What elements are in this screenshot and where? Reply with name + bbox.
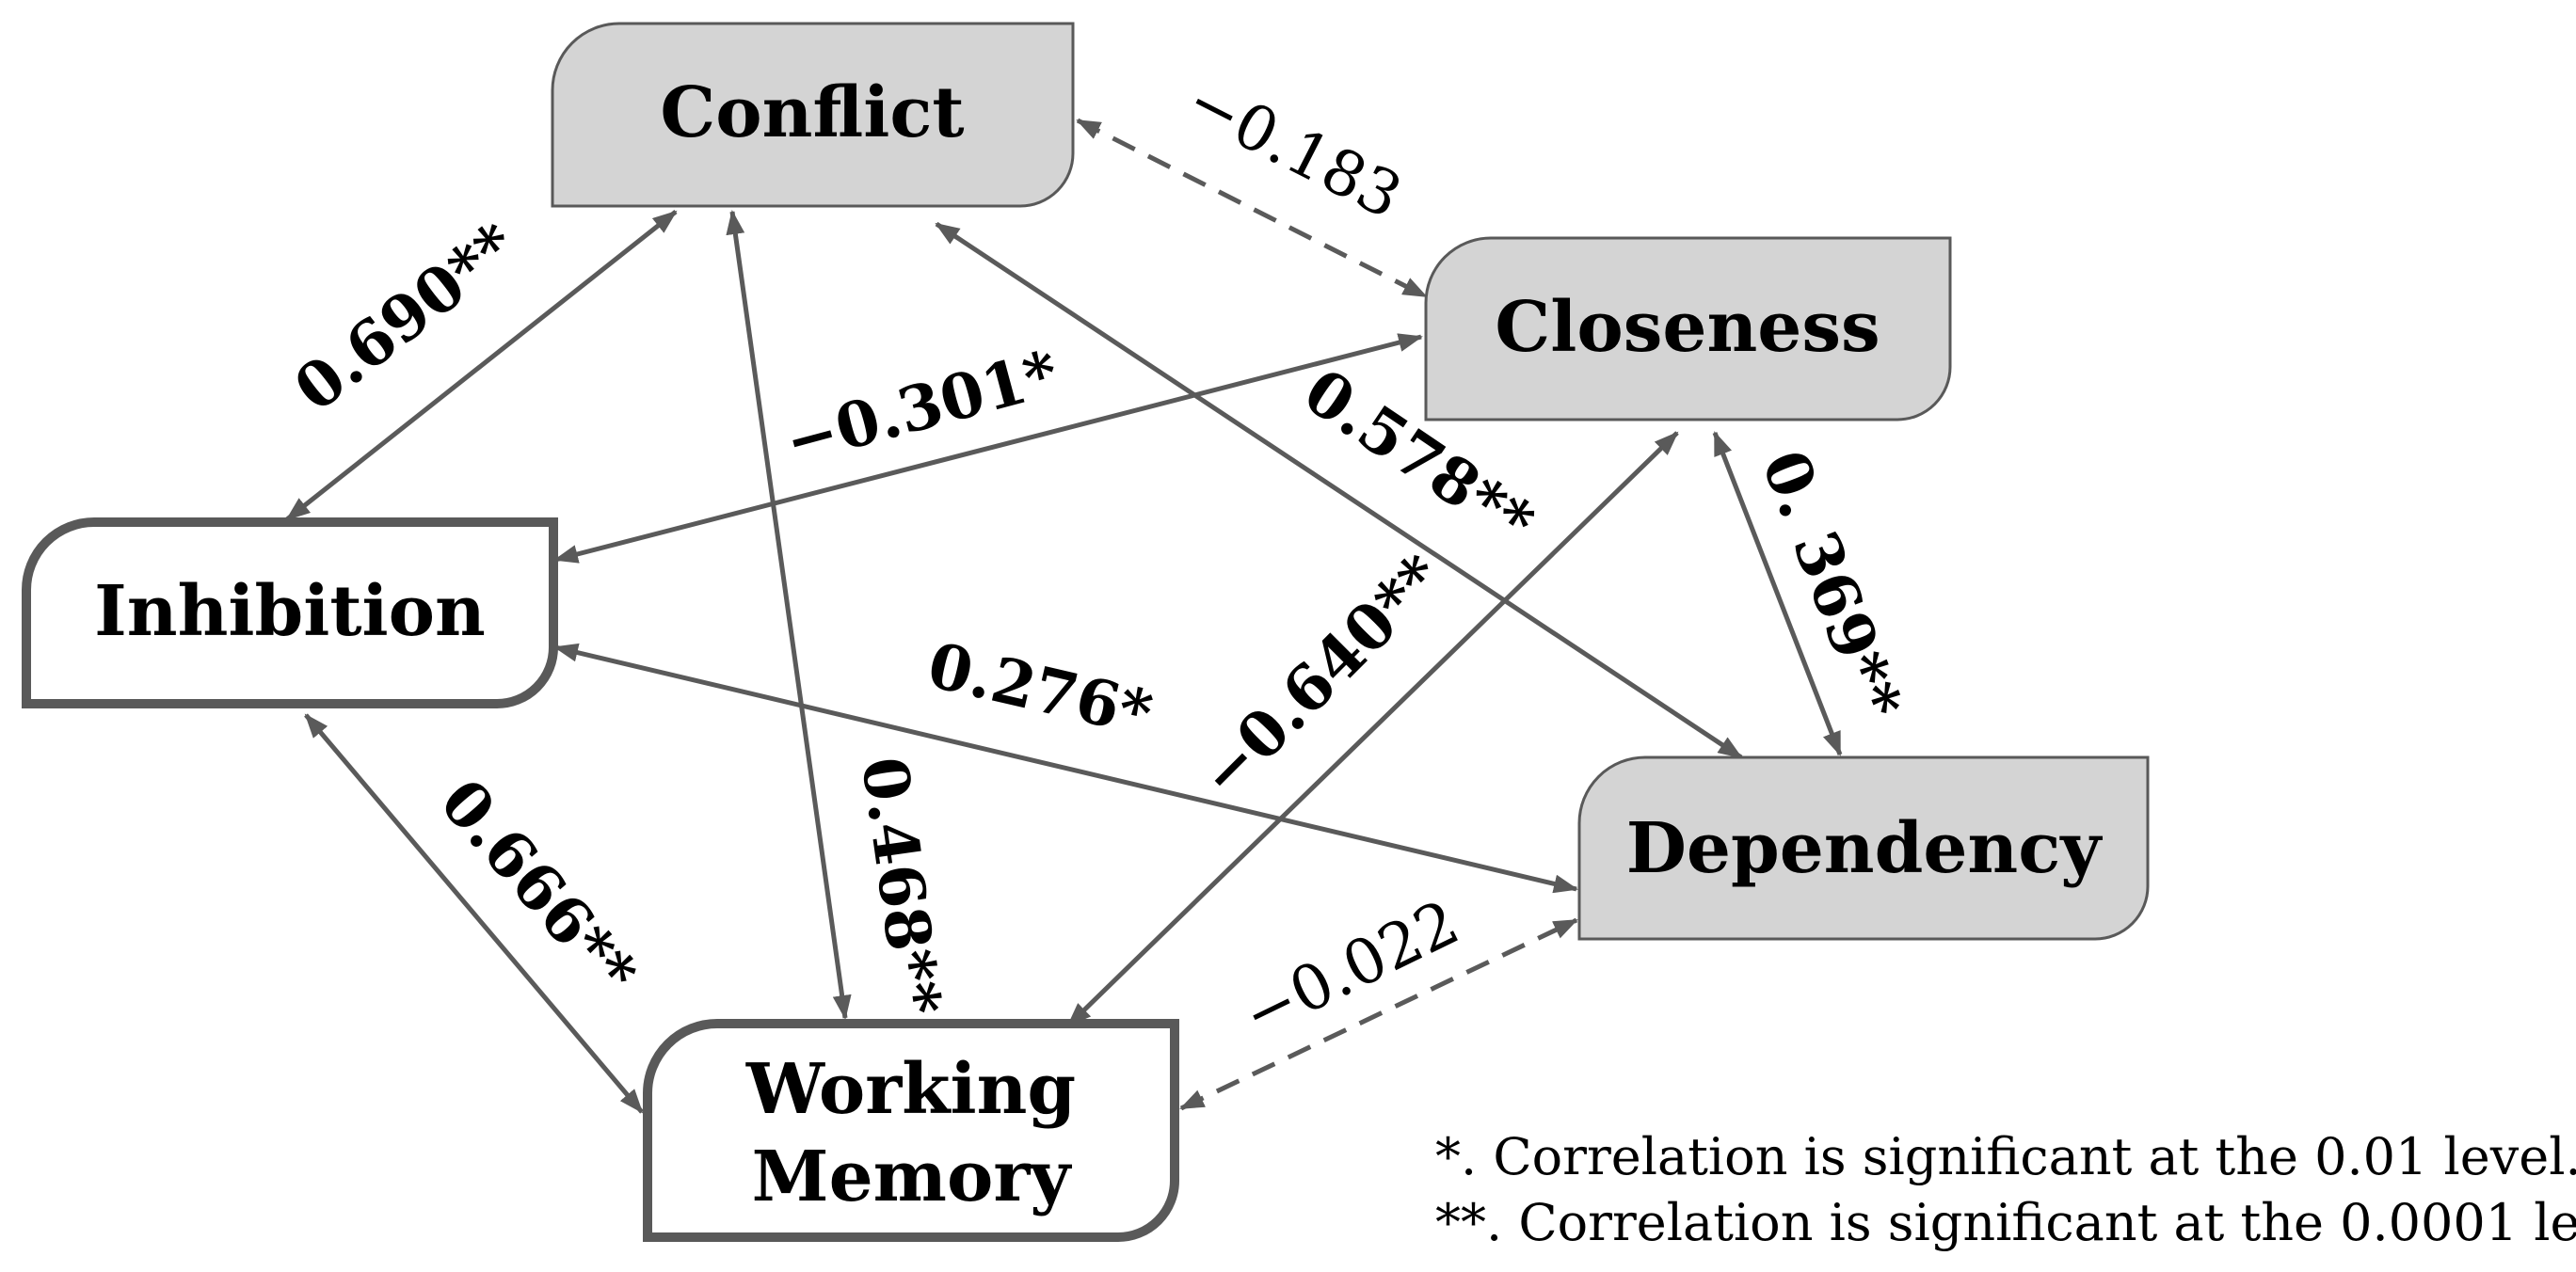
edge-inhibition-working-memory bbox=[304, 713, 644, 1114]
node-inhibition-shape bbox=[22, 517, 558, 708]
nodes-layer: Conflict Closeness Dependency Inhibition… bbox=[22, 22, 2150, 1242]
node-dependency-shape bbox=[1577, 755, 2150, 941]
node-dependency-label: Dependency bbox=[1626, 808, 2104, 889]
node-conflict-label: Conflict bbox=[660, 72, 964, 153]
node-closeness-shape bbox=[1424, 236, 1952, 421]
node-conflict-shape bbox=[551, 22, 1075, 208]
edge-working-memory-dependency bbox=[1179, 917, 1578, 1111]
edge-conflict-working-memory bbox=[726, 210, 852, 1020]
node-working-memory-shape bbox=[643, 1019, 1179, 1242]
node-inhibition: Inhibition bbox=[22, 517, 558, 708]
edge-label-inhibition-dependency: 0.276* bbox=[921, 628, 1160, 750]
node-closeness-label: Closeness bbox=[1495, 287, 1880, 368]
edge-label-inhibition-closeness: −0.301* bbox=[777, 336, 1066, 479]
node-working-memory-label-line2: Memory bbox=[752, 1137, 1073, 1217]
note-significance-00001: **. Correlation is significant at the 0.… bbox=[1435, 1193, 2576, 1252]
note-significance-001: *. Correlation is significant at the 0.0… bbox=[1435, 1127, 2576, 1186]
node-working-memory-label-line1: Working bbox=[745, 1049, 1076, 1130]
node-closeness: Closeness bbox=[1424, 236, 1952, 421]
node-dependency: Dependency bbox=[1577, 755, 2150, 941]
node-conflict: Conflict bbox=[551, 22, 1075, 208]
edges-layer bbox=[285, 118, 1843, 1114]
edge-label-working-memory-dependency: −0.022 bbox=[1231, 886, 1469, 1052]
edge-label-conflict-closeness: −0.183 bbox=[1176, 64, 1414, 232]
node-working-memory: Working Memory bbox=[643, 1019, 1179, 1242]
edge-inhibition-conflict bbox=[285, 210, 678, 521]
edge-label-conflict-working-memory: 0.468** bbox=[847, 753, 956, 1020]
edge-label-inhibition-conflict: 0.690** bbox=[280, 208, 530, 425]
edge-closeness-dependency bbox=[1712, 431, 1843, 756]
significance-notes: *. Correlation is significant at the 0.0… bbox=[1435, 1127, 2576, 1252]
edge-label-closeness-working-memory: −0.640** bbox=[1185, 540, 1457, 812]
edge-label-inhibition-working-memory: 0.666** bbox=[425, 765, 651, 1009]
node-inhibition-label: Inhibition bbox=[94, 571, 486, 652]
edge-closeness-working-memory bbox=[1066, 431, 1679, 1027]
